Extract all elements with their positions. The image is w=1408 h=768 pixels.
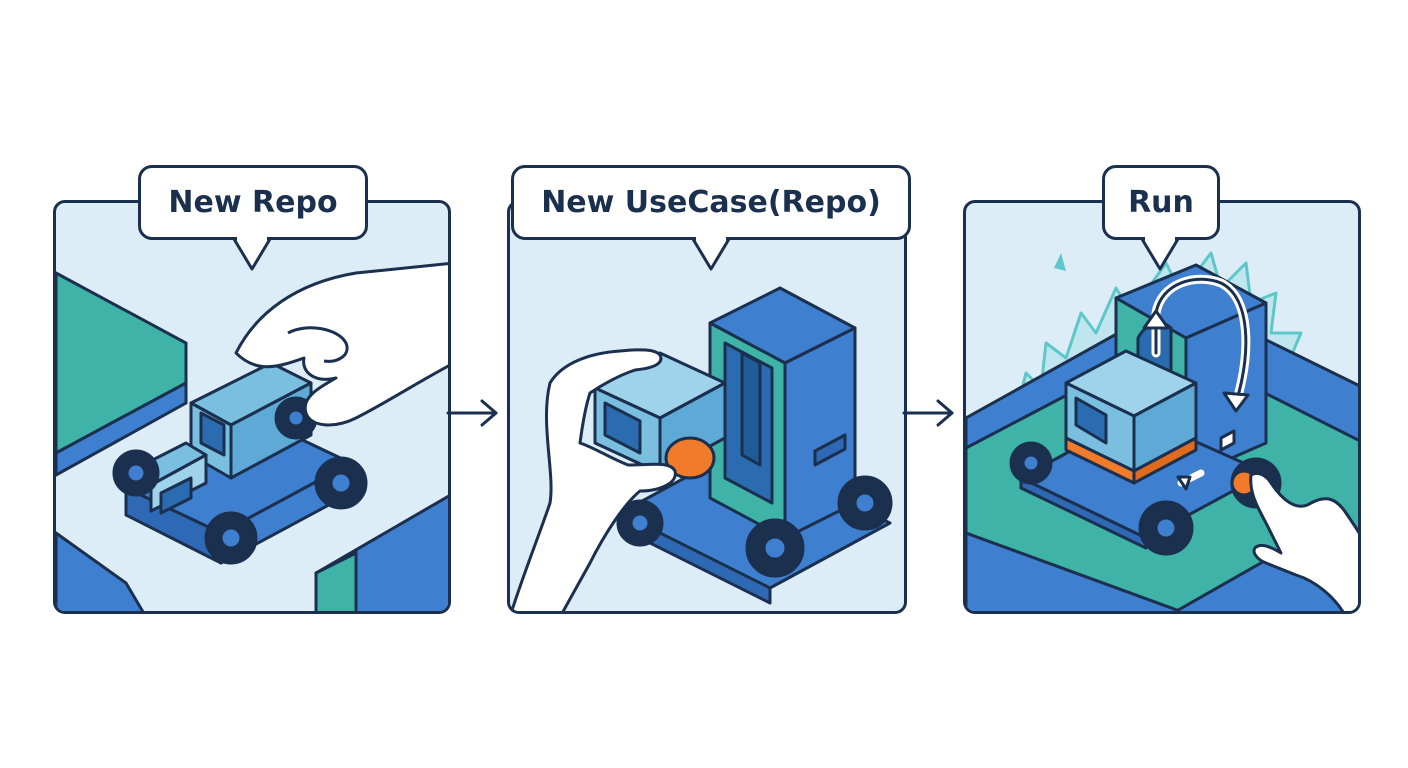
step-label-new-repo: New Repo	[138, 165, 368, 240]
step-label-run: Run	[1102, 165, 1220, 240]
toy-car-icon	[593, 351, 727, 480]
floor-edge	[56, 380, 188, 477]
panel-1-art	[56, 262, 448, 611]
engine-block-icon	[616, 286, 893, 605]
step-label-text: New Repo	[168, 185, 338, 220]
orange-part	[664, 436, 716, 480]
hand-icon	[234, 262, 448, 427]
flow-arrow-icon	[446, 399, 498, 427]
step-label-text: New UseCase(Repo)	[541, 185, 881, 220]
panel-2-art	[510, 286, 893, 611]
hand-icon	[510, 348, 677, 611]
step-label-new-usecase: New UseCase(Repo)	[511, 165, 911, 240]
toy-car-icon	[112, 361, 368, 565]
bubble-tail	[691, 237, 731, 271]
panel-new-usecase	[507, 200, 907, 614]
step-label-text: Run	[1128, 185, 1194, 220]
return-arrow-icon	[1142, 274, 1251, 491]
bubble-tail	[1140, 237, 1180, 271]
hand-icon	[1249, 471, 1358, 611]
floor-corner	[56, 531, 145, 611]
bubble-tail	[232, 237, 272, 271]
flow-arrow-icon	[902, 399, 954, 427]
panel-3-art	[966, 251, 1358, 611]
